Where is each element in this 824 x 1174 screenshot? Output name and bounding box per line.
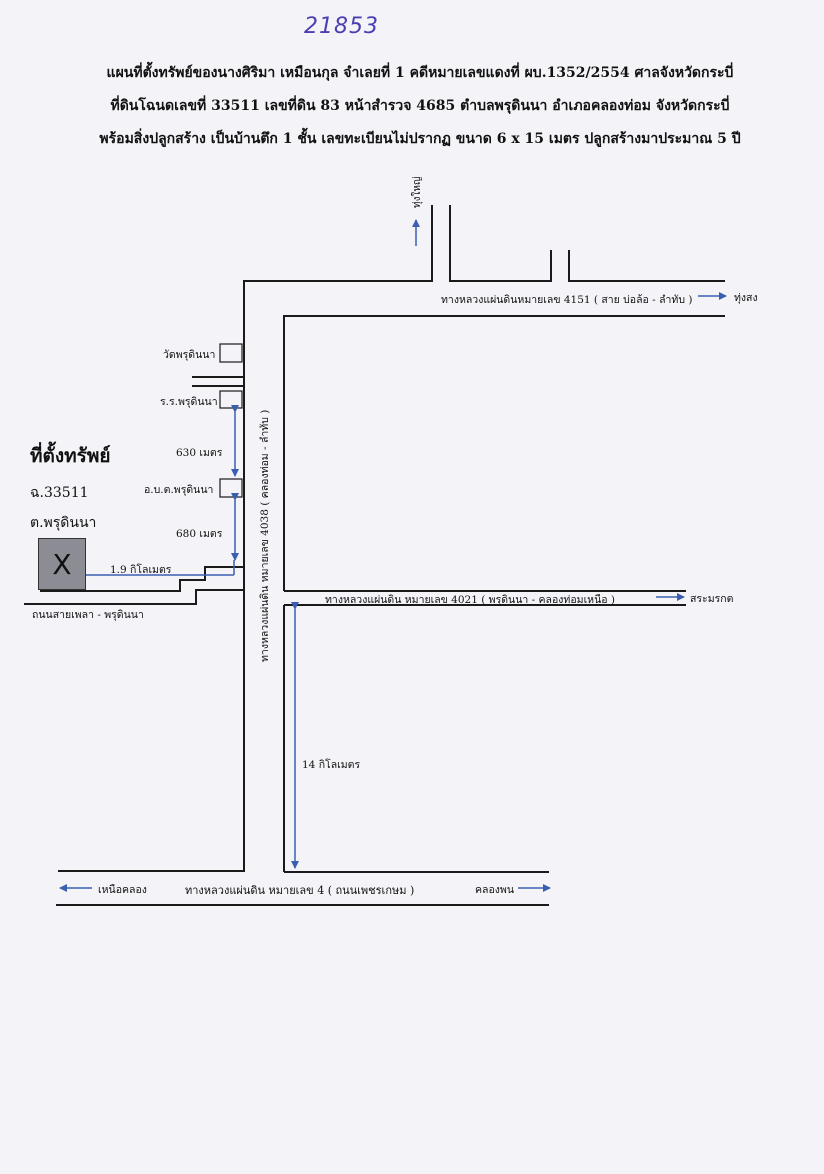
handwritten-number: 21853 bbox=[304, 14, 379, 39]
local-road-upper bbox=[40, 566, 244, 592]
header-line-1: แผนที่ตั้งทรัพย์ของนางศิริมา เหมือนกุล จ… bbox=[106, 65, 734, 81]
to-nuea-khlong-label: เหนือคลอง bbox=[98, 884, 147, 896]
road-4151-lower-edge bbox=[283, 315, 725, 591]
distance-630m: 630 เมตร bbox=[176, 447, 223, 459]
header-line-2: ที่ดินโฉนดเลขที่ 33511 เลขที่ดิน 83 หน้า… bbox=[110, 98, 730, 114]
local-road-lower bbox=[24, 589, 244, 605]
distance-1-9km: 1.9 กิโลเมตร bbox=[110, 564, 172, 576]
health-station-label: อ.บ.ต.พรุดินนา bbox=[144, 484, 214, 496]
road-4151-upper-far bbox=[568, 250, 725, 282]
road-4-label: ทางหลวงแผ่นดิน หมายเลข 4 ( ถนนเพชรเกษม ) bbox=[185, 884, 415, 897]
distance-680m: 680 เมตร bbox=[176, 528, 223, 540]
to-khlong-phon-label: คลองพน bbox=[475, 884, 514, 896]
to-sa-morakot-label: สระมรกต bbox=[690, 593, 734, 605]
road-4021-label: ทางหลวงแผ่นดิน หมายเลข 4021 ( พรุดินนา -… bbox=[325, 594, 616, 606]
road-4021-lower bbox=[283, 604, 686, 872]
property-subdistrict: ต.พรุดินนา bbox=[30, 515, 97, 531]
obt-box bbox=[219, 478, 243, 498]
property-marker: X bbox=[38, 538, 86, 590]
temple-label: วัดพรุดินนา bbox=[163, 349, 216, 361]
distance-14km: 14 กิโลเมตร bbox=[302, 759, 361, 771]
road-4151-upper-edge bbox=[243, 205, 433, 590]
to-thung-yai-label: ทุ่งใหญ่ bbox=[412, 176, 423, 208]
road-4038-label: ทางหลวงแผ่นดิน หมายเลข 4038 ( คลองท่อม -… bbox=[259, 409, 271, 662]
header-line-3: พร้อมสิ่งปลูกสร้าง เป็นบ้านตึก 1 ชั้น เล… bbox=[99, 131, 741, 147]
local-road-label: ถนนสายเพลา - พรุดินนา bbox=[32, 609, 144, 621]
temple-box bbox=[219, 343, 243, 363]
school-label: ร.ร.พรุดินนา bbox=[160, 396, 218, 408]
road-4038-lower-left bbox=[58, 604, 245, 872]
school-box bbox=[219, 390, 243, 409]
property-title: ที่ตั้งทรัพย์ bbox=[30, 445, 111, 467]
property-deed: ฉ.33511 bbox=[30, 485, 89, 501]
to-thung-song-label: ทุ่งสง bbox=[734, 292, 758, 304]
road-4151-label: ทางหลวงแผ่นดินหมายเลข 4151 ( สาย บ่อล้อ … bbox=[441, 294, 693, 306]
road-4151-upper-right bbox=[449, 205, 552, 282]
